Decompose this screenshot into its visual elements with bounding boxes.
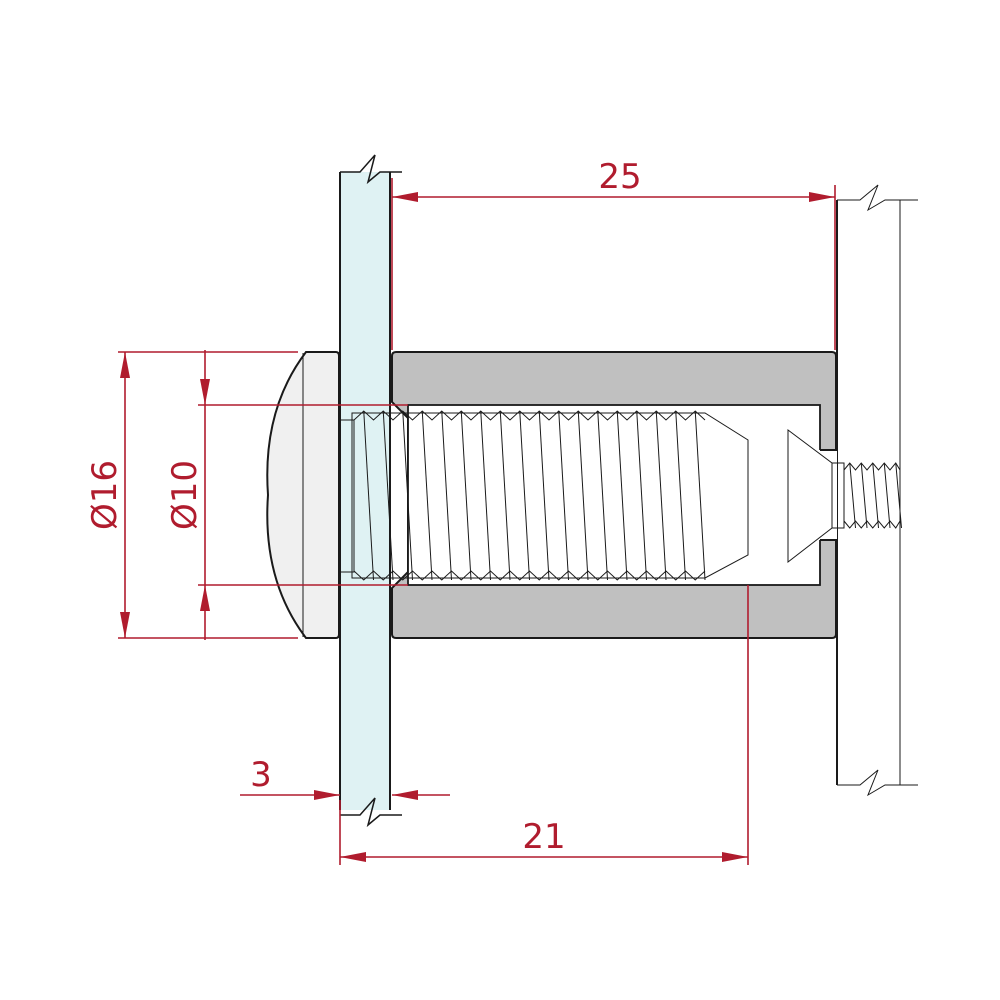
dimension-glass-thickness: 3 (240, 755, 450, 800)
dimension-bolt-length: 21 (339, 585, 749, 865)
thread-line (655, 410, 667, 581)
thread-line (872, 462, 879, 529)
thread-profile (353, 410, 706, 421)
arrowhead (722, 852, 748, 862)
label-bolt-length: 21 (522, 817, 565, 857)
dimension-standoff-length: 25 (391, 157, 836, 350)
thread-line (675, 410, 686, 581)
arrowhead (809, 192, 835, 202)
thread-line (441, 410, 452, 581)
thread-line (694, 410, 706, 581)
thread-line (480, 410, 491, 581)
screw-threads (843, 462, 902, 529)
arrowhead (200, 379, 210, 405)
glass-break-top (340, 154, 402, 185)
thread-line (895, 462, 902, 529)
glass-break-bottom (340, 797, 402, 828)
thread-line (519, 410, 530, 581)
thread-line (849, 462, 856, 529)
glass-panel (339, 154, 402, 828)
standoff-sleeve (391, 351, 837, 639)
thread-line (860, 462, 868, 529)
label-standoff-length: 25 (598, 157, 641, 197)
dimension-bolt-diameter: Ø10 (165, 350, 408, 640)
wall (836, 184, 918, 797)
thread-line (538, 410, 550, 581)
thread-profile (353, 570, 706, 581)
arrowhead (340, 852, 366, 862)
thread-line (499, 410, 511, 581)
bolt-threads (353, 410, 706, 581)
thread-line (402, 410, 413, 581)
thread-line (597, 410, 608, 581)
arrowhead (314, 790, 340, 800)
dimension-cap-diameter: Ø16 (85, 351, 298, 639)
cap-head (266, 351, 340, 639)
countersunk-screw (787, 429, 902, 564)
arrowhead (120, 352, 130, 378)
threaded-bolt (339, 410, 749, 581)
thread-line (421, 410, 433, 581)
thread-line (636, 410, 647, 581)
label-glass-thickness: 3 (250, 755, 272, 795)
arrowhead (392, 192, 418, 202)
wall-break-top (837, 184, 918, 212)
arrowhead (120, 612, 130, 638)
arrowhead (200, 585, 210, 611)
arrowhead (392, 790, 418, 800)
wall-break-bottom (837, 769, 918, 797)
thread-line (382, 410, 394, 581)
thread-line (460, 410, 472, 581)
label-bolt-diameter: Ø10 (165, 460, 205, 530)
thread-line (883, 462, 891, 529)
thread-profile (843, 520, 901, 529)
label-cap-diameter: Ø16 (85, 460, 125, 530)
thread-line (363, 410, 374, 581)
thread-line (616, 410, 628, 581)
thread-line (558, 410, 569, 581)
thread-line (577, 410, 589, 581)
thread-profile (843, 462, 901, 471)
